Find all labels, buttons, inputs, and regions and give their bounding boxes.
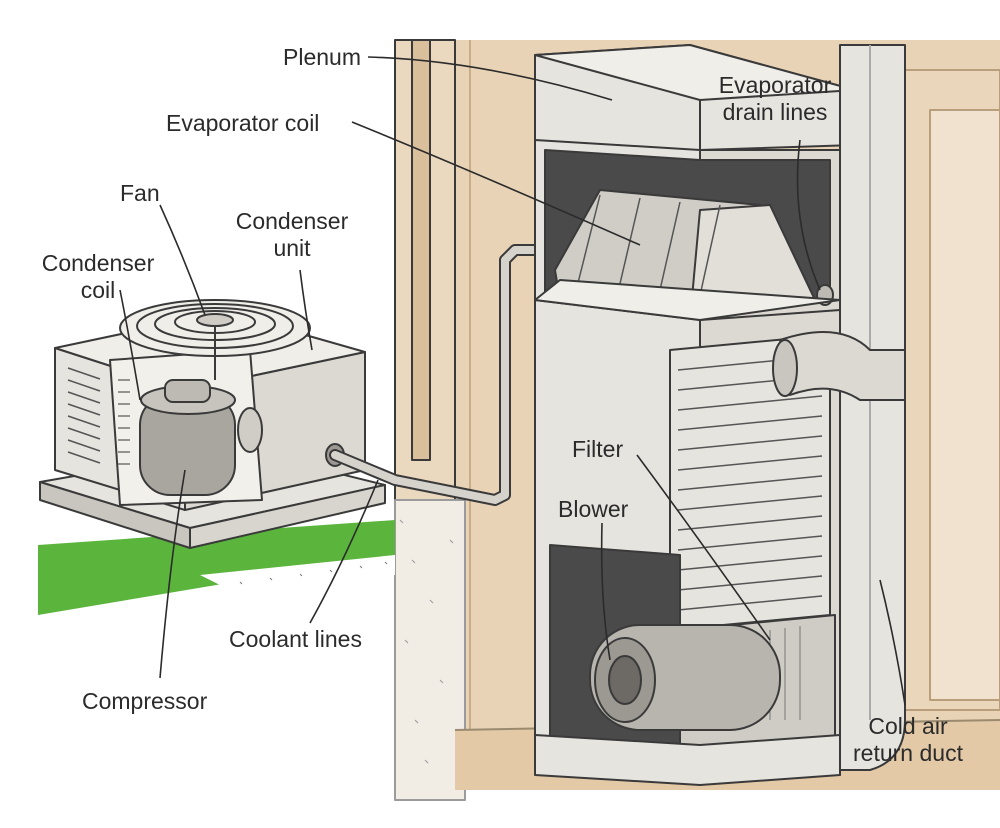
label-condenser-coil-line2: coil	[80, 277, 116, 303]
condenser-unit	[54, 299, 366, 511]
leader-lines	[119, 56, 906, 706]
leader-fan	[159, 204, 206, 316]
label-condenser-unit: Condenser unit	[222, 208, 362, 262]
leader-blower	[600, 522, 611, 661]
leader-cold-air-return-duct	[879, 579, 906, 706]
leader-condenser-unit	[299, 269, 313, 351]
label-compressor: Compressor	[82, 688, 208, 714]
label-cold-air-return-duct-line1: Cold air	[868, 713, 948, 739]
leader-plenum	[367, 56, 613, 101]
return-duct	[772, 44, 906, 771]
label-blower: Blower	[558, 496, 629, 522]
label-filter: Filter	[572, 436, 624, 462]
label-cold-air-return-duct-line2: return duct	[853, 740, 963, 766]
label-cold-air-return-duct: Cold air return duct	[838, 713, 978, 767]
leader-filter	[636, 454, 771, 641]
leader-evaporator-coil	[351, 121, 641, 246]
label-condenser-coil-line1: Condenser	[41, 250, 155, 276]
label-condenser-coil: Condenser coil	[28, 250, 168, 304]
label-evaporator-drain-lines-line2: drain lines	[722, 99, 828, 125]
plenum	[534, 44, 856, 156]
label-condenser-unit-line2: unit	[273, 235, 311, 261]
leader-coolant-lines	[309, 479, 379, 624]
leader-compressor	[159, 469, 186, 679]
furnace-cabinet	[534, 279, 841, 786]
label-evaporator-drain-lines-line1: Evaporator	[718, 72, 832, 98]
leader-condenser-coil	[119, 289, 141, 401]
label-evaporator-coil: Evaporator coil	[166, 110, 320, 136]
label-plenum: Plenum	[283, 44, 361, 70]
label-condenser-unit-line1: Condenser	[235, 208, 349, 234]
label-coolant-lines: Coolant lines	[229, 626, 362, 652]
ground	[38, 520, 395, 615]
label-fan: Fan	[120, 180, 160, 206]
leader-evaporator-drain-lines	[796, 139, 821, 291]
label-evaporator-drain-lines: Evaporator drain lines	[700, 72, 850, 126]
